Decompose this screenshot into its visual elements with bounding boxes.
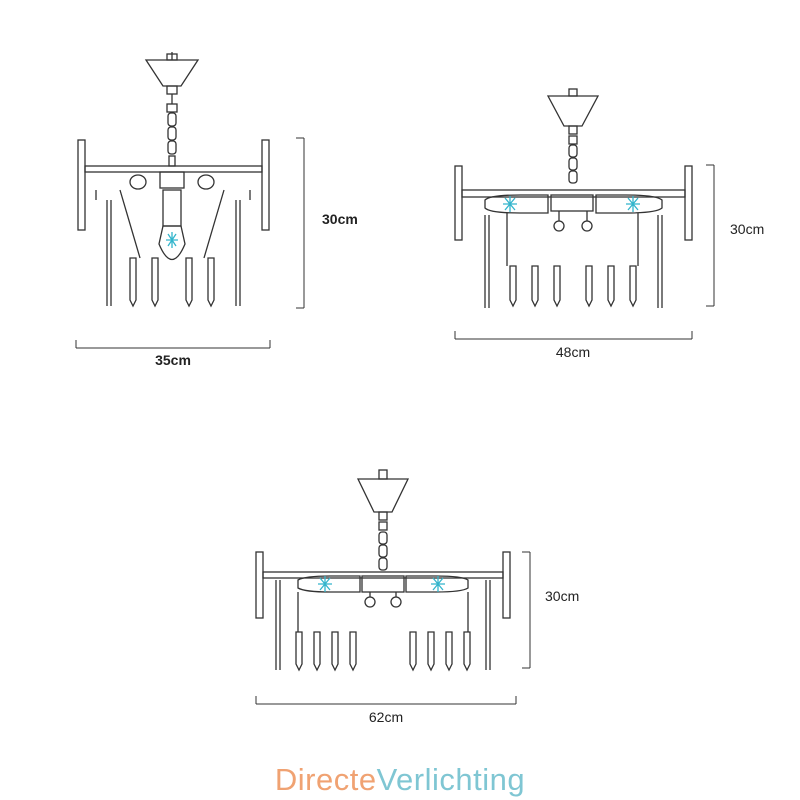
dimension-lines-large: [255, 551, 531, 705]
width-label-large: 62cm: [369, 709, 403, 725]
brand-part-2: Verlichting: [376, 762, 526, 797]
height-label-medium: 30cm: [730, 221, 764, 237]
height-label-large: 30cm: [545, 588, 579, 604]
width-label-small: 35cm: [155, 352, 191, 368]
height-label-small: 30cm: [322, 211, 358, 227]
brand-part-1: Directe: [274, 762, 377, 797]
dimension-lines-medium: [454, 164, 715, 340]
bulb-icon: [166, 232, 178, 248]
bulb-icon: [318, 576, 445, 592]
brand-logo: DirecteVerlichting: [0, 762, 800, 798]
fixture-small: [77, 52, 270, 308]
bulb-icon: [503, 196, 640, 212]
width-label-medium: 48cm: [556, 344, 590, 360]
fixture-medium: [454, 88, 693, 308]
dimension-lines-small: [75, 137, 305, 349]
fixture-large: [255, 469, 511, 672]
